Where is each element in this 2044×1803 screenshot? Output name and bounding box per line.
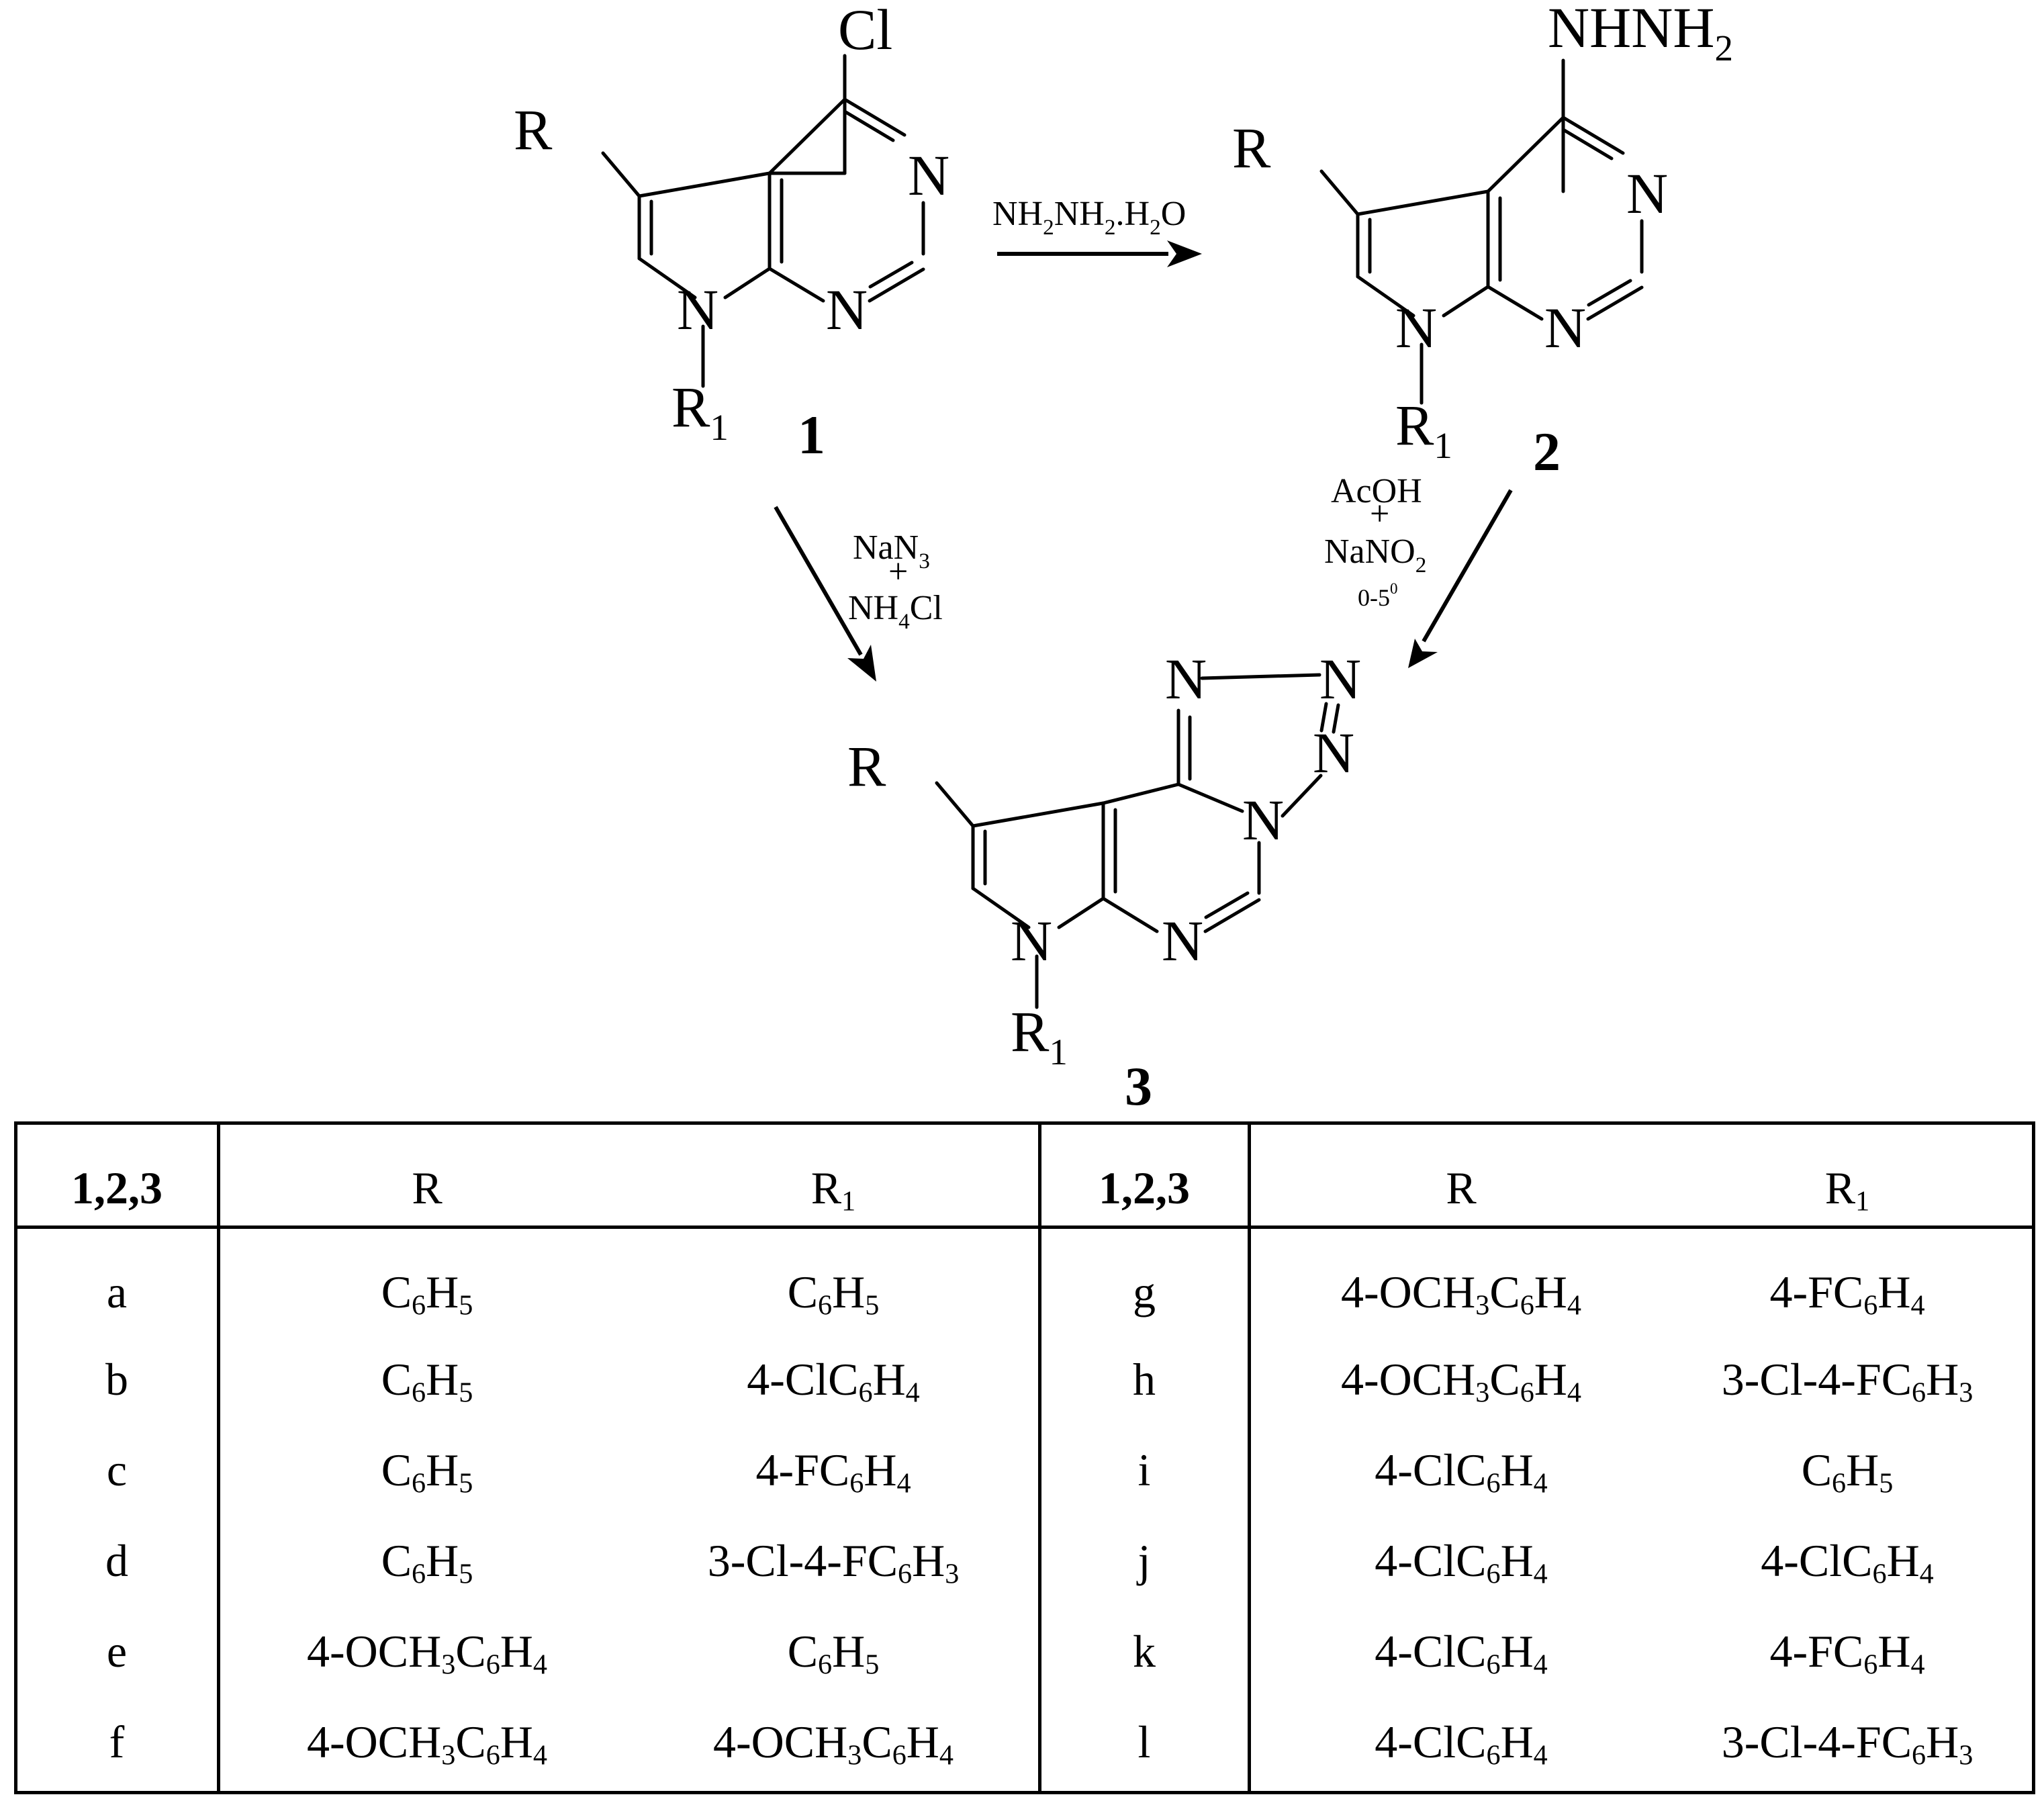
substituent-cell: 4-OCH3C6H4 [1341,1266,1581,1322]
compound-3-structure: N N N N N N R R1 3 [847,647,1361,1117]
substituent-cell: 4-ClC6H4 [1375,1535,1548,1590]
atom-nhnh2: NHNH2 [1548,0,1733,68]
substituent-cell: C6H5 [1801,1444,1894,1499]
reagent-hydrazine-hydrate: NH2NH2.H2O [992,195,1186,240]
compound-id-cell: j [1137,1535,1151,1586]
table-divider [217,1125,220,1791]
compound-id-cell: i [1137,1444,1151,1495]
table-divider [1248,1125,1251,1791]
column-header-r1: R1 [1824,1162,1870,1217]
reagent-sodium-azide: NaN3 [853,528,930,573]
compound-1-structure: Cl N N N R R1 1 [514,0,949,465]
substituent-cell: C6H5 [381,1444,473,1499]
reagent-plus: + [1370,495,1389,533]
column-header-compound: 1,2,3 [71,1162,162,1213]
substituent-cell: 4-OCH3C6H4 [307,1626,547,1681]
atom-n: N [908,143,949,207]
substituent-cell: 3-Cl-4-FC6H3 [1721,1354,1973,1409]
substituent-cell: 4-FC6H4 [1769,1266,1925,1322]
substituent-cell: C6H5 [381,1354,473,1409]
atom-n: N [677,277,718,342]
atom-n: N [1242,788,1284,852]
substituent-cell: 4-OCH3C6H4 [1341,1354,1581,1409]
substituent-cell: C6H5 [381,1535,473,1590]
substituent-cell: 4-ClC6H4 [1761,1535,1934,1590]
table-divider [1038,1125,1041,1791]
atom-r: R [847,734,886,798]
reaction-arrow-1-to-3: NaN3 + NH4Cl [774,506,943,682]
column-header-r1: R1 [810,1162,856,1217]
compound-id-cell: c [106,1444,128,1495]
substituent-cell: 4-ClC6H4 [1375,1444,1548,1499]
reagent-ammonium-chloride: NH4Cl [848,589,943,634]
reaction-arrow-2-to-3: AcOH + NaNO2 0-50 [1324,472,1513,668]
substituent-cell: 4-ClC6H4 [1375,1626,1548,1681]
atom-n: N [1319,647,1361,711]
substituent-cell: 4-ClC6H4 [1375,1716,1548,1771]
table-header-rule [17,1226,2032,1229]
compound-id-cell: k [1133,1626,1156,1677]
substituent-cell: 4-ClC6H4 [747,1354,920,1409]
atom-r: R [1232,115,1271,180]
substituent-cell: 4-FC6H4 [755,1444,911,1499]
atom-r1: R1 [1395,393,1452,466]
atom-n: N [1162,909,1203,973]
substituent-cell: C6H5 [787,1626,880,1681]
compound-id-cell: h [1133,1354,1156,1405]
atom-n: N [1011,909,1052,973]
reaction-scheme: Cl N N N R R1 1 NH2NH2.H2O NHNH2 N N [514,0,1733,1117]
atom-n: N [1395,295,1437,360]
atom-n: N [826,277,868,342]
compound-id-cell: f [109,1716,125,1767]
compound-id-cell: l [1137,1716,1151,1767]
atom-n: N [1544,295,1586,360]
reagent-acetic-acid: AcOH [1331,472,1422,510]
substituent-cell: C6H5 [381,1266,473,1322]
column-header-r: R [412,1162,443,1213]
substituent-cell: 4-OCH3C6H4 [713,1716,954,1771]
reagent-plus: + [888,553,908,591]
substituent-cell: 4-FC6H4 [1769,1626,1925,1681]
compound-label-2: 2 [1533,421,1561,482]
atom-n: N [1626,161,1668,226]
column-header-compound: 1,2,3 [1099,1162,1190,1213]
compound-2-structure: NHNH2 N N N R R1 2 [1232,0,1733,482]
compound-id-cell: e [106,1626,128,1677]
compound-id-cell: b [105,1354,128,1405]
compound-label-1: 1 [798,404,825,465]
substituent-cell: 3-Cl-4-FC6H3 [707,1535,960,1590]
atom-n: N [1313,721,1354,785]
substituent-cell: C6H5 [787,1266,880,1322]
atom-cl: Cl [838,0,892,62]
reagent-sodium-nitrite: NaNO2 [1324,533,1426,577]
reaction-arrow-1-to-2: NH2NH2.H2O [992,195,1202,267]
column-header-r: R [1446,1162,1477,1213]
atom-n: N [1165,647,1207,711]
reagent-temperature: 0-50 [1358,580,1398,611]
substituent-cell: 3-Cl-4-FC6H3 [1721,1716,1973,1771]
compound-id-cell: a [106,1266,128,1317]
atom-r1: R1 [671,375,729,448]
compound-id-cell: d [105,1535,128,1586]
atom-r: R [514,97,553,162]
substituent-cell: 4-OCH3C6H4 [307,1716,547,1771]
compound-label-3: 3 [1125,1056,1152,1117]
atom-r1: R1 [1011,999,1068,1072]
compound-id-cell: g [1133,1266,1156,1317]
